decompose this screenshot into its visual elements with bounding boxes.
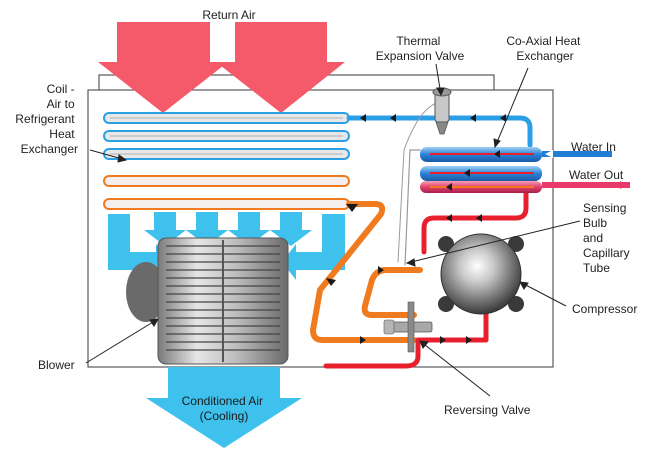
cool-air-flow	[108, 212, 345, 448]
sensing-bulb-label-line: and	[583, 231, 603, 245]
coaxial-heat-exchanger-label-line: Co-Axial Heat	[506, 34, 581, 48]
water-lines	[542, 150, 630, 189]
coil-label: Coil - Air to Refrigerant Heat Exchanger	[15, 82, 78, 156]
sensing-bulb-label: Sensing Bulb and Capillary Tube	[583, 201, 633, 275]
coil-label-line: Coil -	[47, 82, 75, 96]
thermal-expansion-valve-label-line: Thermal	[396, 34, 440, 48]
conditioned-air-label: Conditioned Air (Cooling)	[182, 394, 267, 423]
blower-label: Blower	[38, 358, 75, 372]
air-coil	[103, 112, 350, 210]
sensing-bulb-label-line: Tube	[583, 261, 610, 275]
blower-fan	[126, 237, 289, 365]
thermal-expansion-valve-label: Thermal Expansion Valve	[376, 34, 465, 63]
coaxial-heat-exchanger-label: Co-Axial Heat Exchanger	[506, 34, 583, 63]
coaxial-heat-exchanger	[420, 147, 542, 193]
return-air-label: Return Air	[202, 8, 255, 22]
coil-label-line: Exchanger	[21, 142, 78, 156]
thermal-expansion-valve	[432, 87, 452, 135]
coil-label-line: Heat	[49, 127, 75, 141]
flow-arrows	[326, 114, 506, 344]
water-out-label: Water Out	[569, 168, 624, 182]
reversing-valve-label: Reversing Valve	[444, 403, 531, 417]
compressor	[438, 233, 524, 315]
sensing-bulb-label-line: Bulb	[583, 216, 607, 230]
sensing-bulb-label-line: Capillary	[583, 246, 630, 260]
reversing-valve	[383, 301, 433, 353]
coil-label-line: Air to	[47, 97, 75, 111]
coil-label-line: Refrigerant	[15, 112, 75, 126]
coaxial-heat-exchanger-label-line: Exchanger	[516, 49, 573, 63]
conditioned-air-label-line: Conditioned Air	[182, 394, 263, 408]
sensing-bulb-label-line: Sensing	[583, 201, 626, 215]
callout-lines	[85, 63, 581, 397]
compressor-label: Compressor	[572, 302, 637, 316]
water-in-label: Water In	[571, 140, 616, 154]
return-air-arrows	[98, 22, 345, 113]
conditioned-air-label-line: (Cooling)	[200, 409, 249, 423]
thermal-expansion-valve-label-line: Expansion Valve	[376, 49, 465, 63]
